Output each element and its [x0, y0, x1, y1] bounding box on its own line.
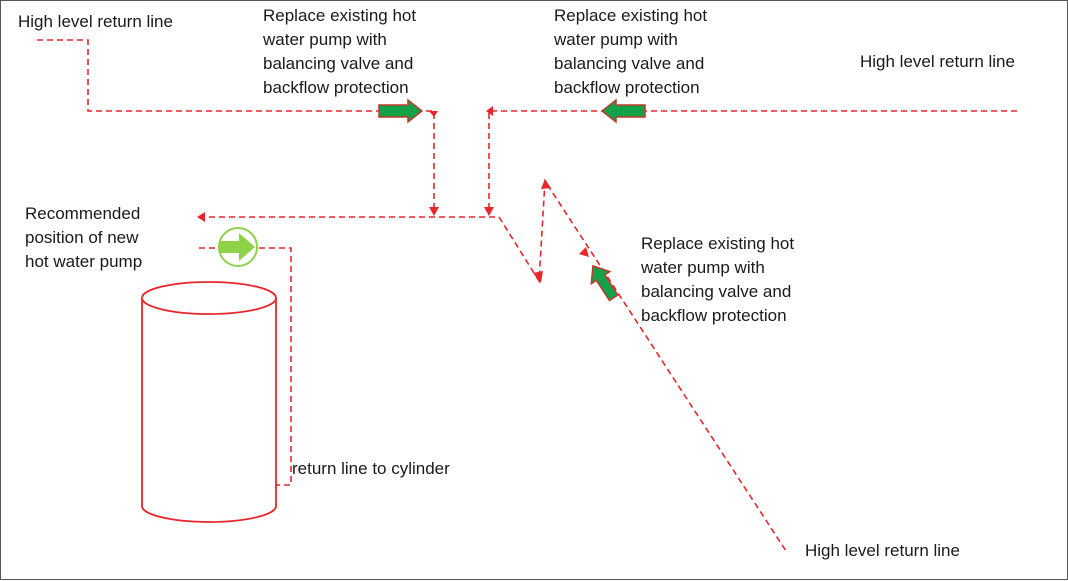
- existing-pump-diagonal-arrow-icon: [590, 264, 619, 302]
- flow-arrowhead-icon: [541, 179, 551, 189]
- label-line: backflow protection: [554, 78, 700, 97]
- label-line: water pump with: [641, 258, 765, 277]
- flow-arrowhead-icon: [197, 212, 205, 222]
- new-pump-icon: [218, 227, 258, 267]
- label-return-cylinder: return line to cylinder: [292, 459, 450, 478]
- label-pump-note-diagonal: Replace existing hot water pump with bal…: [641, 232, 794, 328]
- flow-arrowhead-icon: [533, 271, 543, 283]
- label-return-top-left: High level return line: [18, 12, 173, 31]
- label-line: Replace existing hot: [641, 234, 795, 253]
- label-return-bottom: High level return line: [805, 541, 960, 560]
- label-line: position of new: [25, 228, 139, 247]
- flow-arrowhead-icon: [429, 207, 439, 216]
- label-line: balancing valve and: [263, 54, 414, 73]
- label-line: backflow protection: [263, 78, 409, 97]
- label-line: Replace existing hot: [554, 6, 708, 25]
- return-line-top-left: [37, 39, 435, 213]
- label-line: water pump with: [554, 30, 678, 49]
- label-line: balancing valve and: [641, 282, 792, 301]
- label-line: balancing valve and: [554, 54, 705, 73]
- label-line: Replace existing hot: [263, 6, 417, 25]
- return-line-top-right: [488, 110, 1017, 213]
- label-line: hot water pump: [25, 252, 143, 271]
- flow-arrowhead-icon: [484, 207, 494, 216]
- flow-arrowhead-icon: [579, 247, 589, 257]
- existing-pump-left-arrow-icon: [378, 98, 424, 124]
- label-line: backflow protection: [641, 306, 787, 325]
- cylinder-icon: [141, 281, 277, 523]
- label-line: Recommended: [25, 204, 141, 223]
- label-return-top-right: High level return line: [860, 52, 1015, 71]
- label-line: water pump with: [263, 30, 387, 49]
- label-pump-note-right: Replace existing hot water pump with bal…: [554, 4, 707, 100]
- label-recommended-pump: Recommended position of new hot water pu…: [25, 202, 142, 274]
- existing-pump-right-arrow-icon: [600, 98, 646, 124]
- flow-arrowhead-icon: [429, 111, 438, 117]
- flow-arrowhead-icon: [486, 106, 493, 116]
- label-pump-note-left: Replace existing hot water pump with bal…: [263, 4, 416, 100]
- return-line-diagonal: [498, 178, 787, 552]
